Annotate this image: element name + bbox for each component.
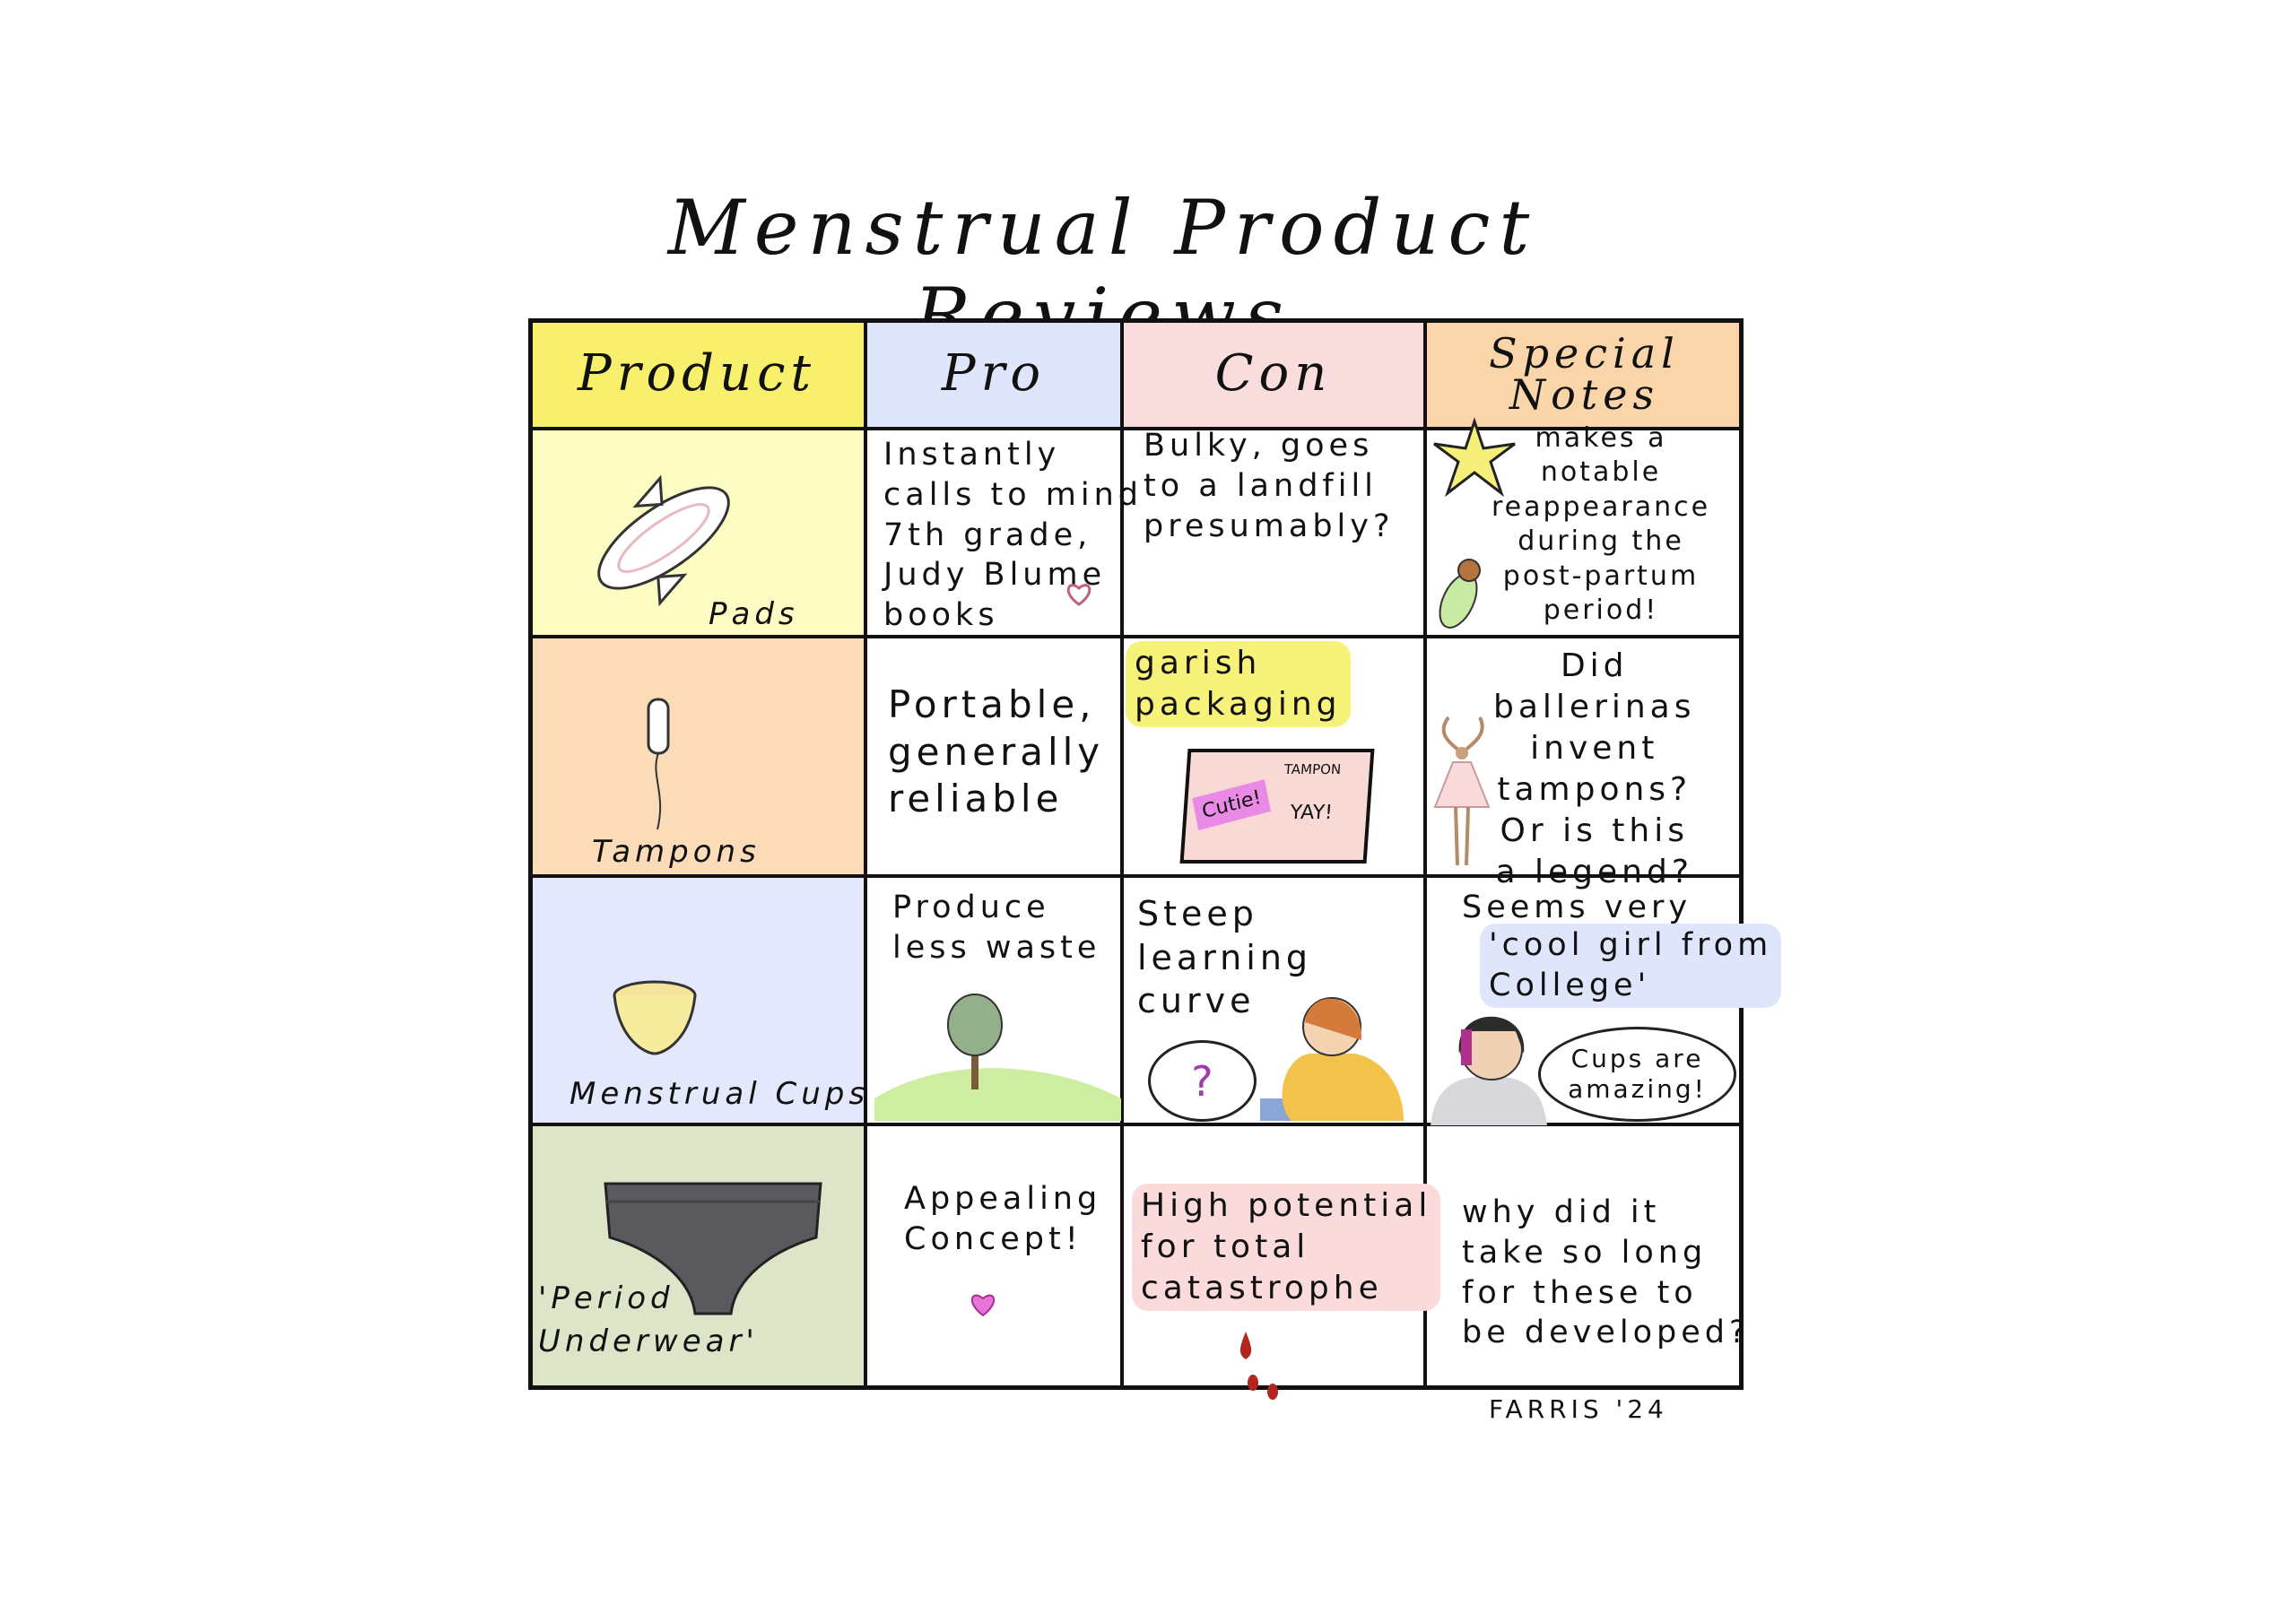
header-product: Product: [528, 318, 865, 429]
speech-bubble: Cups are amazing!: [1538, 1027, 1736, 1122]
cup-icon: [613, 980, 697, 1055]
header-notes: Special Notes: [1425, 318, 1744, 429]
blood-drops-icon: [1239, 1332, 1278, 1400]
pro-cups: Produce less waste: [892, 890, 1101, 966]
woman-with-glasses-icon: [1431, 1016, 1547, 1125]
con-tampons-highlighted: garish packaging: [1126, 641, 1351, 728]
header-con-label: Con: [1214, 343, 1333, 403]
speech-bubble-text: Cups are amazing!: [1568, 1044, 1707, 1104]
box-burst-text: Cutie!: [1192, 778, 1272, 831]
swaddled-baby-icon: [1439, 559, 1481, 629]
row-tampons-bg: [528, 637, 865, 876]
header-product-label: Product: [578, 343, 816, 403]
tampon-box-icon: Cutie! TAMPON YAY!: [1179, 749, 1375, 864]
divider: [1423, 318, 1427, 1390]
header-pro: Pro: [865, 318, 1122, 429]
thought-bubble: ?: [1148, 1040, 1257, 1122]
divider: [528, 635, 1744, 638]
star-icon: [1433, 417, 1516, 498]
header-con: Con: [1122, 318, 1425, 429]
confused-woman-icon: [1260, 997, 1404, 1121]
con-underwear-highlighted: High potential for total catastrophe: [1132, 1184, 1441, 1312]
tree-on-hill-icon: [874, 994, 1121, 1121]
product-label-underwear: 'Period Underwear': [538, 1280, 759, 1359]
review-grid: [528, 318, 1744, 1390]
notes-cups-prefix: Seems very: [1462, 890, 1692, 925]
underwear-icon: [604, 1182, 822, 1315]
divider: [528, 1123, 1744, 1126]
con-cups: Steep learning curve: [1137, 894, 1313, 1021]
artist-signature: FARRIS '24: [1489, 1394, 1668, 1424]
pro-pads: Instantly calls to mind 7th grade, Judy …: [883, 437, 1143, 634]
heart-icon: [971, 1294, 995, 1317]
divider: [1120, 318, 1124, 1390]
con-pads: Bulky, goes to a landfill presumably?: [1144, 428, 1395, 544]
notes-underwear: why did it take so long for these to be …: [1462, 1194, 1751, 1351]
divider: [528, 874, 1744, 878]
pro-tampons: Portable, generally reliable: [888, 682, 1105, 820]
thought-question-mark: ?: [1191, 1056, 1213, 1106]
pro-underwear: Appealing Concept!: [904, 1181, 1102, 1257]
product-label-cups: Menstrual Cups: [570, 1076, 870, 1112]
product-label-tampons: Tampons: [592, 834, 761, 870]
notes-tampons: Did ballerinas invent tampons? Or is thi…: [1493, 647, 1696, 891]
divider: [528, 427, 1744, 430]
header-notes-label: Special Notes: [1489, 328, 1680, 419]
box-brand-text: TAMPON: [1283, 761, 1342, 777]
header-pro-label: Pro: [941, 343, 1047, 403]
notes-cups-highlighted: 'cool girl from College': [1480, 924, 1782, 1008]
tampon-icon: [647, 698, 670, 830]
product-label-pads: Pads: [709, 596, 799, 632]
ballerina-icon: [1433, 716, 1491, 866]
box-tag-text: YAY!: [1289, 802, 1334, 824]
divider: [864, 318, 867, 1390]
heart-icon: [1066, 584, 1091, 606]
page-title: Menstrual Product Reviews: [667, 184, 1539, 360]
notes-pads: makes a notable reappearance during the …: [1491, 422, 1711, 626]
row-cups-bg: [528, 876, 865, 1124]
pad-icon: [597, 474, 730, 607]
